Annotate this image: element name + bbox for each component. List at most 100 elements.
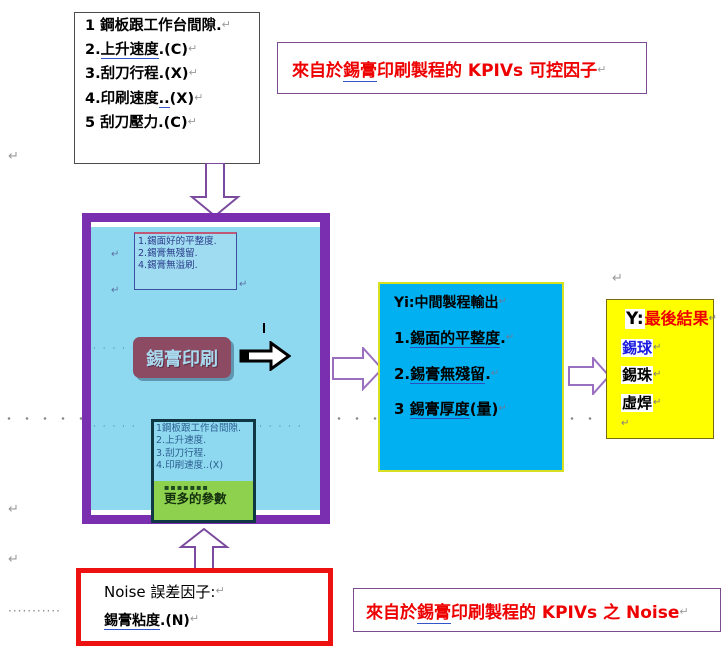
intermediate-output-box: Yi:中間製程輸出↵ 1.錫面的平整度.↵ 2.錫膏無殘留.↵ 3 錫膏厚度(量…	[378, 282, 564, 472]
centre-dotted-line-mid	[330, 417, 380, 420]
defect-list-item: 錫珠↵	[621, 366, 713, 385]
more-parameters-band: ▪▪▪▪▪▪▪ 更多的參數	[154, 481, 253, 520]
process-output-line: 1.錫面好的平整度.	[138, 236, 217, 247]
return-mark: ↵	[597, 62, 607, 76]
kpiv-item-suffix: .	[158, 42, 165, 59]
caption-suffix: 可控因子	[529, 60, 598, 81]
process-outputs-subbox: 1.錫面好的平整度. 2.錫膏無殘留. 4.錫膏無溢刷.	[134, 232, 237, 290]
process-label-text: 錫膏印刷	[146, 348, 218, 370]
yi-item-number: 3	[394, 400, 405, 419]
more-parameters-dots: ▪▪▪▪▪▪▪	[164, 483, 209, 492]
kpiv-item-suffix: ..	[158, 90, 170, 108]
yi-item-suffix: .	[485, 364, 491, 383]
panel-dot-leader: · · · · ·	[93, 422, 137, 432]
process-input-line: 3.刮刀行程.	[156, 447, 207, 459]
margin-return-mark: ↵	[8, 552, 19, 567]
defect-list-item: 錫球↵	[621, 338, 713, 357]
kpiv-item-number: 3.	[85, 66, 101, 83]
return-mark: ↵	[111, 285, 120, 296]
caption-middle: 印刷製程的	[377, 60, 462, 81]
final-result-box: Y:最後結果↵ 錫球↵ 錫珠↵ 虛焊↵ ↵	[606, 299, 717, 439]
return-mark: ↵	[708, 313, 718, 324]
yi-item-text: 錫膏無殘留	[410, 364, 486, 384]
yi-header: Yi:中間製程輸出↵	[394, 295, 562, 311]
kpiv-item-text: 刮刀壓力	[100, 114, 159, 131]
return-mark: ↵	[189, 612, 200, 625]
panel-dot-leader: · · · · ·	[93, 344, 137, 354]
defect-label: 錫球	[621, 338, 654, 357]
kpiv-item-number: 5	[85, 114, 96, 131]
y-title: 最後結果	[644, 309, 709, 328]
panel-dot-leader: · · · · ·	[259, 422, 303, 432]
kpiv-list-item: 5 刮刀壓力.(C)↵	[85, 114, 255, 131]
arrow-right-icon-2	[568, 357, 610, 395]
return-mark: ↵	[498, 403, 507, 415]
kpiv-item-suffix: .	[158, 66, 165, 83]
caption-kpiv: KPIVs	[541, 602, 598, 623]
margin-return-mark: ↵	[8, 502, 19, 517]
return-mark: ↵	[505, 332, 515, 344]
kpiv-item-tag: (X)	[164, 66, 189, 83]
return-mark: ↵	[215, 584, 225, 597]
yi-item-number: 1.	[394, 329, 411, 348]
process-inputs-subbox: 1鋼板跟工作台間隙. 2.上升速度. 3.刮刀行程. 4.印刷速度..(X) ▪…	[151, 419, 256, 523]
return-mark: ↵	[188, 42, 198, 56]
centre-dotted-line-right	[563, 417, 607, 420]
caption-kpiv: KPIVs	[467, 60, 524, 81]
return-mark: ↵	[194, 90, 204, 104]
arrow-down-icon	[189, 163, 241, 218]
kpiv-list-item: 3.刮刀行程.(X)↵	[85, 67, 255, 82]
margin-return-mark: ↵	[8, 149, 19, 164]
y-trailing-return: ↵	[621, 416, 713, 433]
kpiv-list-item: 1 鋼板跟工作台間隙.↵	[85, 18, 255, 34]
return-mark: ↵	[653, 341, 662, 353]
kpiv-item-suffix: .	[216, 18, 222, 34]
kpiv-item-text: 刮刀行程	[100, 66, 159, 83]
caption-underlined: 錫膏	[417, 602, 451, 624]
caption-prefix: 來自於	[292, 60, 343, 81]
kpiv-item-tag: (X)	[169, 90, 195, 107]
return-mark: ↵	[490, 367, 500, 379]
caption-underlined: 錫膏	[343, 60, 377, 82]
process-panel-inner: ↵ ↵ ↵ ↵ · · · · · · · · · · · · · · · 1.…	[91, 222, 320, 523]
process-input-line: 4.印刷速度..(X)	[156, 460, 224, 472]
caption-prefix: 來自於	[366, 602, 417, 623]
more-parameters-label: 更多的參數	[164, 491, 227, 506]
return-mark: ↵	[221, 18, 231, 31]
kpiv-item-tag: (C)	[164, 42, 189, 59]
kpiv-item-suffix: .	[158, 114, 164, 131]
defect-list-item: 虛焊↵	[621, 394, 713, 413]
y-key: Y:	[625, 309, 645, 329]
kpiv-item-text: 鋼板跟工作台間隙	[100, 18, 217, 34]
return-mark: ↵	[653, 397, 662, 409]
y-header: Y:最後結果↵	[625, 309, 717, 329]
kpiv-list-item: 4.印刷速度..(X)↵	[85, 90, 255, 108]
noise-caption-text: 來自於錫膏印刷製程的 KPIVs 之 Noise↵	[366, 598, 689, 624]
return-mark: ↵	[498, 296, 507, 307]
defect-label: 虛焊	[621, 394, 654, 413]
process-arrow-tick	[263, 323, 265, 333]
kpiv-item-text: 印刷速度	[100, 90, 159, 107]
yi-list-item: 3 錫膏厚度(量)↵	[394, 400, 562, 420]
noise-item-suffix: .(N)	[160, 613, 190, 629]
kpiv-item-number: 2.	[85, 42, 101, 59]
margin-dot-leader: ···········	[8, 604, 61, 618]
noise-item-text: 錫膏粘度	[104, 613, 160, 630]
caption-suffix: 之 Noise	[603, 602, 680, 623]
arrow-right-icon-1	[332, 347, 384, 391]
yi-item-number: 2.	[394, 364, 411, 383]
kpiv-item-number: 4.	[85, 90, 101, 107]
yi-header-text: Yi:中間製程輸出	[394, 295, 499, 311]
return-mark: ↵	[111, 249, 120, 260]
printing-process-panel: ↵ ↵ ↵ ↵ · · · · · · · · · · · · · · · 1.…	[82, 213, 330, 524]
noise-title: Noise 誤差因子:↵	[104, 583, 328, 601]
kpiv-item-text: 上升速度	[100, 42, 159, 60]
kpiv-factors-box: 1 鋼板跟工作台間隙.↵ 2.上升速度.(C)↵ 3.刮刀行程.(X)↵ 4.印…	[74, 12, 260, 164]
solder-paste-printing-label: 錫膏印刷	[133, 337, 231, 378]
process-input-line: 1鋼板跟工作台間隙.	[156, 423, 242, 434]
noise-factors-box: Noise 誤差因子:↵ 錫膏粘度.(N)↵	[76, 568, 333, 646]
noise-caption-box: 來自於錫膏印刷製程的 KPIVs 之 Noise↵	[353, 588, 721, 632]
caption-middle: 印刷製程的	[451, 602, 536, 623]
process-flow-arrow-icon	[239, 341, 291, 371]
process-output-line: 2.錫膏無殘留.	[138, 247, 198, 259]
